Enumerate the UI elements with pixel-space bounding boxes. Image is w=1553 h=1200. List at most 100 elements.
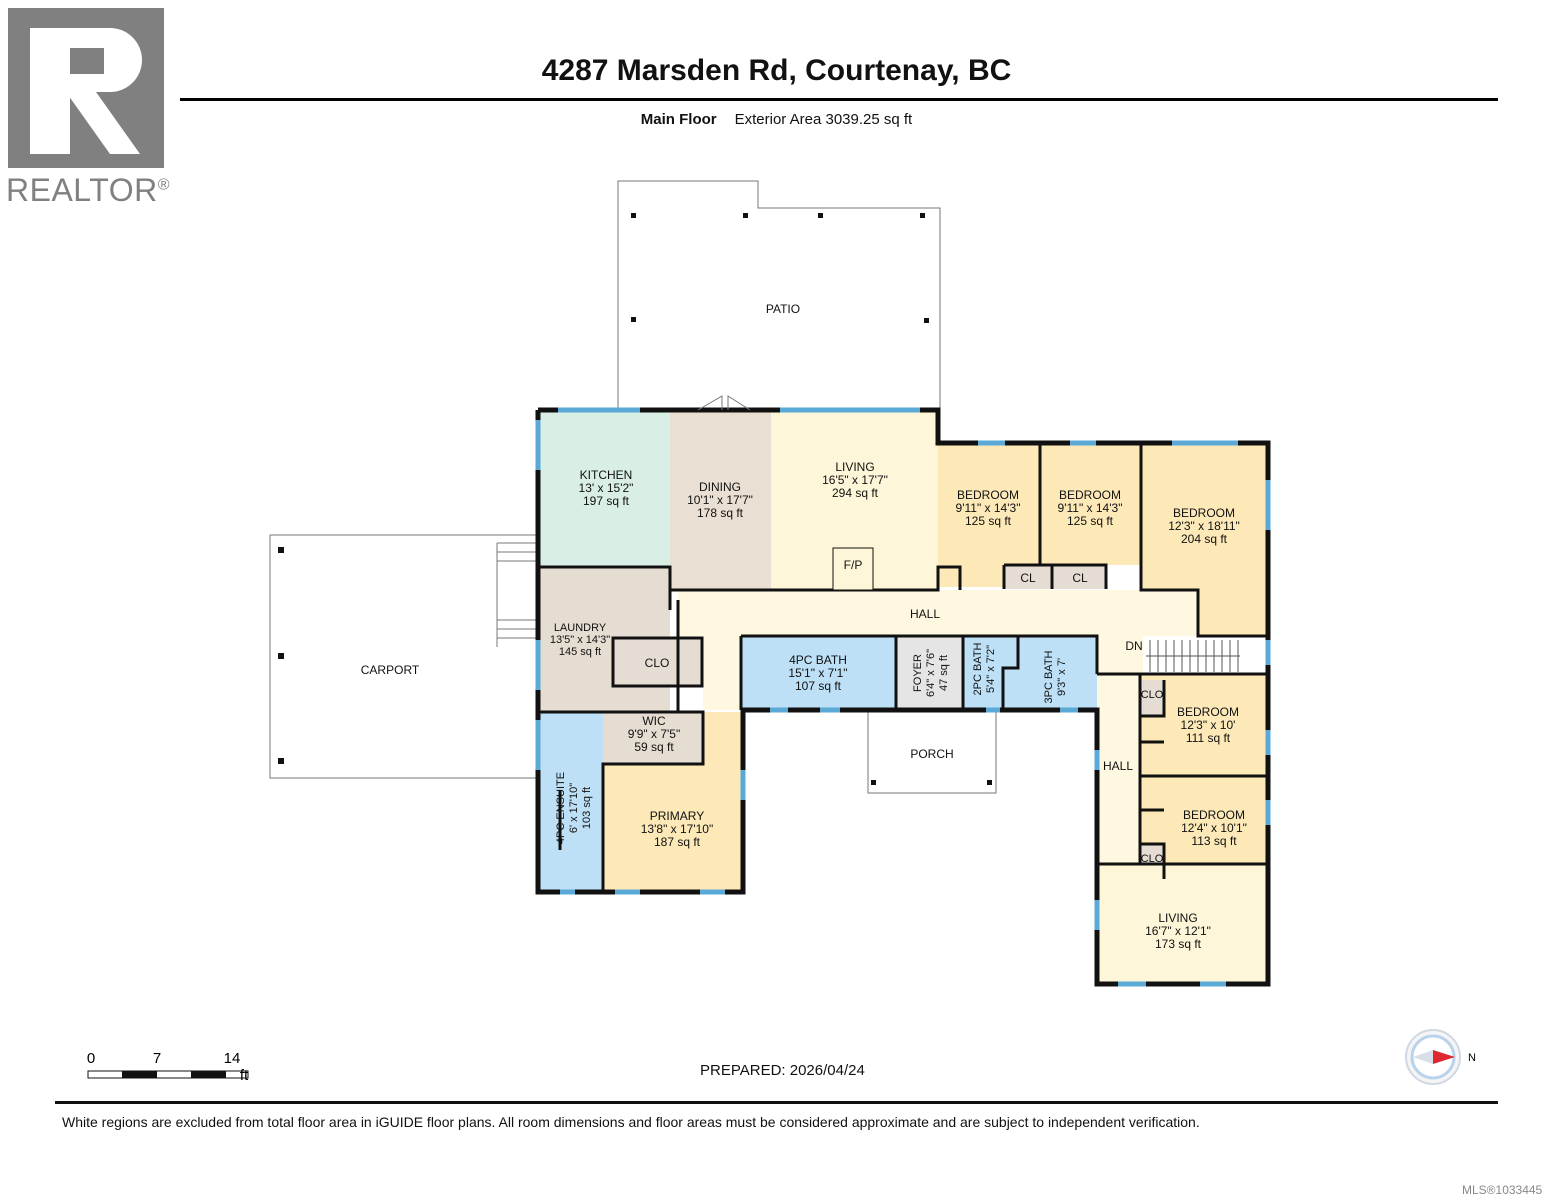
bath3-name: 3PC BATH (1043, 650, 1055, 703)
primary-fill (603, 764, 743, 892)
clo-b-label: CLO (1141, 853, 1164, 865)
clo-a-fill (1140, 680, 1164, 716)
carport-label: CARPORT (361, 663, 420, 677)
bedroom4-name: BEDROOM (1177, 705, 1239, 719)
interior-walls (538, 443, 1268, 892)
living-east-name: LIVING (1158, 911, 1197, 925)
fireplace (832, 547, 874, 591)
bedroom3-name: BEDROOM (1173, 506, 1235, 520)
kitchen-area: 197 sq ft (583, 494, 630, 508)
bath2-fill (963, 636, 1018, 710)
scale-label-0: 0 (87, 1050, 95, 1067)
bedroom3-dims: 12'3" x 18'11" (1168, 519, 1240, 533)
living-main-dims: 16'5" x 17'7" (822, 473, 888, 487)
page-title: 4287 Marsden Rd, Courtenay, BC (541, 54, 1012, 87)
carport-steps (496, 542, 537, 647)
bath4-name: 4PC BATH (789, 653, 847, 667)
room-labels: PATIO CARPORT KITCHEN 13' x 15'2" 197 sq… (361, 302, 1247, 951)
laundry-name: LAUNDRY (554, 622, 607, 634)
cl2-label: CL (1072, 571, 1088, 585)
bath4-fill (741, 636, 896, 710)
dining-fill (670, 410, 771, 590)
bedroom5-dims: 12'4" x 10'1" (1181, 821, 1247, 835)
kitchen-fill (538, 410, 670, 567)
patio-outline (617, 180, 941, 411)
hall-dn-fill (1097, 636, 1143, 674)
primary-upper-fill (703, 712, 743, 764)
bedroom1-fill (938, 443, 1040, 587)
foyer-area: 47 sq ft (938, 655, 950, 691)
wic-dims: 9'9" x 7'5" (628, 727, 680, 741)
ensuite-area: 103 sq ft (581, 787, 593, 829)
clo-a-label: CLO (1141, 689, 1164, 701)
bedroom2-name: BEDROOM (1059, 488, 1121, 502)
realtor-wordmark: REALTOR® (6, 172, 170, 208)
scale-unit: ft (240, 1067, 249, 1084)
wic-fill (603, 712, 703, 764)
bedroom4-dims: 12'3" x 10' (1181, 718, 1236, 732)
bedroom4-area: 111 sq ft (1186, 731, 1231, 745)
hall-main-fill (678, 590, 1198, 636)
living-main-name: LIVING (835, 460, 874, 474)
living-east-area: 173 sq ft (1155, 937, 1202, 951)
bedroom1-area: 125 sq ft (965, 514, 1012, 528)
ensuite-fill (538, 712, 603, 892)
living-main-area: 294 sq ft (832, 486, 879, 500)
floor-label: Main Floor (640, 111, 717, 128)
primary-area: 187 sq ft (654, 835, 701, 849)
dining-area: 178 sq ft (697, 506, 744, 520)
bedroom1-name: BEDROOM (957, 488, 1019, 502)
scale-bar: 0 7 14 ft (87, 1050, 249, 1084)
bedroom3-area: 204 sq ft (1181, 532, 1228, 546)
laundry-area: 145 sq ft (559, 646, 601, 658)
cl2-fill (1052, 565, 1106, 589)
scale-label-7: 7 (153, 1050, 161, 1067)
bedroom2-area: 125 sq ft (1067, 514, 1114, 528)
foyer-dims: 6'4" x 7'6" (925, 649, 937, 697)
clo-laundry-fill (613, 638, 702, 686)
dn-label: DN (1125, 639, 1142, 653)
wic-area: 59 sq ft (634, 740, 674, 754)
cl1-label: CL (1020, 571, 1036, 585)
hall-east-fill (1097, 674, 1140, 864)
ensuite-dims: 6' x 17'10" (568, 783, 580, 833)
header-divider (180, 98, 1498, 101)
fp-label: F/P (844, 558, 863, 572)
patio-posts (631, 213, 929, 323)
dining-dims: 10'1" x 17'7" (687, 493, 753, 507)
windows (535, 407, 1271, 987)
ensuite-name: 4PC ENSUITE (555, 772, 567, 844)
porch-label: PORCH (910, 747, 953, 761)
bedroom5-area: 113 sq ft (1191, 834, 1237, 848)
bedroom2-fill (1040, 443, 1141, 565)
wic-name: WIC (642, 714, 666, 728)
bath4-dims: 15'1" x 7'1" (788, 666, 847, 680)
disclaimer-text: White regions are excluded from total fl… (62, 1114, 1200, 1130)
bath4-area: 107 sq ft (795, 679, 842, 693)
living-east-dims: 16'7" x 12'1" (1145, 924, 1211, 938)
bath3-dims: 9'3" x 7' (1056, 658, 1068, 696)
stairs (1146, 640, 1240, 672)
compass-north-label: N (1468, 1052, 1476, 1064)
patio-door (697, 395, 751, 411)
patio-label: PATIO (766, 302, 800, 316)
prepared-date: PREPARED: 2026/04/24 (700, 1062, 865, 1079)
porch-outline (867, 711, 997, 794)
cl1-fill (1004, 565, 1052, 589)
mls-number: MLS®1033445 (1462, 1183, 1543, 1197)
compass-icon: N (1405, 1029, 1476, 1085)
hall-main-label: HALL (910, 607, 940, 621)
bedroom5-name: BEDROOM (1183, 808, 1245, 822)
kitchen-name: KITCHEN (580, 468, 633, 482)
foyer-fill (896, 636, 963, 710)
stairs-fill (1143, 636, 1265, 674)
bath2-dims: 5'4" x 7'2" (985, 645, 997, 693)
bath2-name: 2PC BATH (972, 642, 984, 695)
bedroom1-dims: 9'11" x 14'3" (956, 501, 1021, 515)
kitchen-dims: 13' x 15'2" (579, 481, 634, 495)
bath3-fill (1018, 636, 1097, 710)
hall-east-label: HALL (1103, 759, 1133, 773)
dining-name: DINING (699, 480, 741, 494)
